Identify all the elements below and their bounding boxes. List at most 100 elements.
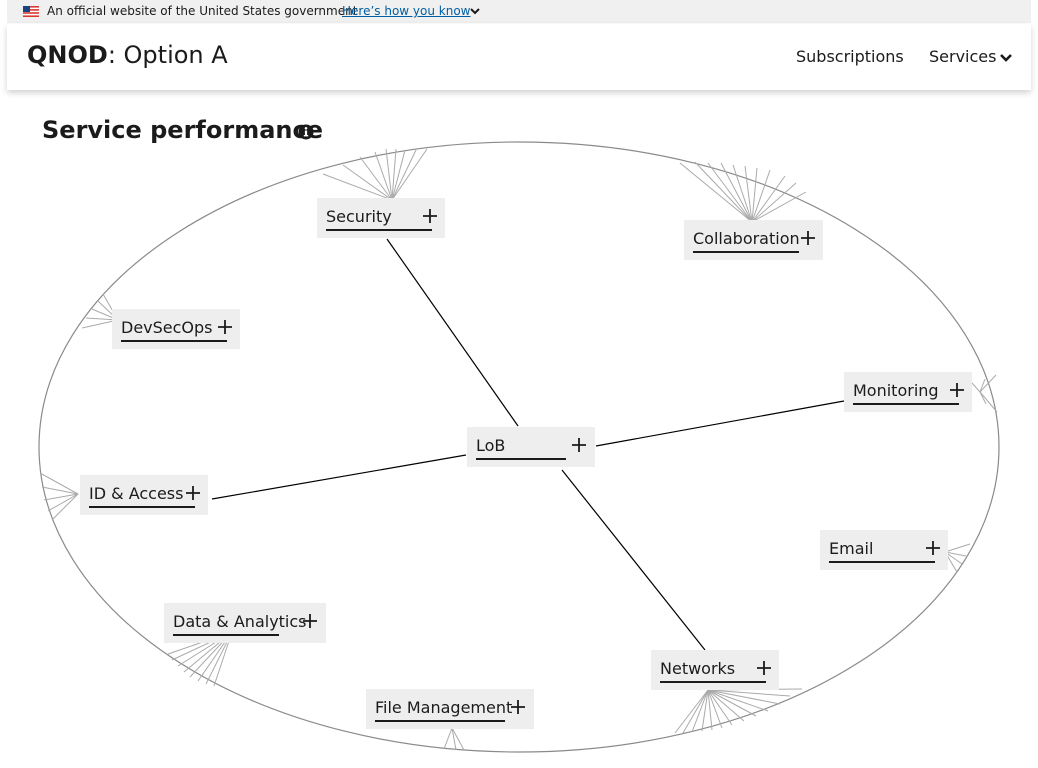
plus-icon[interactable] [421,207,439,225]
spoke-line [385,148,393,201]
node-underline [660,681,766,683]
us-flag-icon [23,6,39,17]
spoke-line [391,148,428,201]
node-devsecops[interactable]: DevSecOps [112,309,240,349]
spoke-line [451,727,457,751]
spoke-line [707,689,723,729]
chevron-down-icon[interactable] [999,51,1013,65]
spoke-line [944,551,967,557]
node-underline [853,403,959,405]
spoke-line [979,374,997,393]
node-underline [476,458,566,460]
node-file-management[interactable]: File Management [366,689,534,729]
spoke-line [707,689,781,705]
spoke-line [41,486,79,495]
chevron-down-icon[interactable] [469,5,481,17]
spoke-line [391,149,406,201]
node-label: DevSecOps [121,318,213,337]
plus-icon[interactable] [924,539,942,557]
node-underline [693,251,799,253]
how-you-know-link[interactable]: Here’s how you know [342,4,471,18]
node-lob[interactable]: LoB [467,427,595,467]
gov-banner: An official website of the United States… [7,0,1031,23]
node-label: ID & Access [89,484,184,503]
node-label: File Management [375,698,513,717]
spoke-line [707,162,753,223]
plus-icon[interactable] [509,698,527,716]
spoke-line [39,472,79,495]
spoke-line [691,689,709,733]
node-label: Security [326,207,392,226]
spoke-line [751,191,807,223]
node-collaboration[interactable]: Collaboration [684,220,823,260]
spoke-line [391,149,417,201]
node-label: Email [829,539,874,558]
spoke-line [732,164,753,223]
node-underline [829,561,935,563]
plus-icon[interactable] [570,436,588,454]
spoke-line [971,382,981,393]
spoke-line [43,493,79,501]
node-id-access[interactable]: ID & Access [80,475,208,515]
spoke-line [342,164,393,201]
spoke-line [359,156,393,201]
site-header: QNOD: Option A Subscriptions Services [7,24,1031,90]
spoke-line [682,689,709,734]
brand-rest: : Option A [107,41,228,69]
spoke-line [944,543,971,553]
spoke-line [451,727,465,751]
node-label: LoB [476,436,506,455]
node-monitoring[interactable]: Monitoring [844,372,972,412]
spoke-line [443,727,453,750]
node-email[interactable]: Email [820,530,948,570]
spoke-line [979,391,987,405]
node-underline [89,506,195,508]
spoke-line [701,689,709,732]
plus-icon[interactable] [216,318,234,336]
nav-services[interactable]: Services [929,47,997,66]
gov-banner-text: An official website of the United States… [47,4,358,18]
plus-icon[interactable] [755,659,773,677]
spoke-line [51,493,79,521]
edge-lob-networks [561,469,706,651]
spoke-line [751,169,771,223]
node-security[interactable]: Security [317,198,445,238]
edge-lob-monitoring [595,400,845,447]
spoke-line [751,182,797,223]
spoke-line [707,689,713,731]
spoke-line [979,378,986,393]
node-networks[interactable]: Networks [651,650,779,690]
diagram-boundary [38,141,1000,753]
info-icon[interactable] [298,124,314,140]
spoke-line [979,391,998,413]
plus-icon[interactable] [948,381,966,399]
spoke-line [707,689,757,717]
spoke-line [744,165,753,223]
nav-subscriptions[interactable]: Subscriptions [796,47,904,66]
spoke-line [707,689,769,712]
spoke-line [679,162,753,223]
node-data-analytics[interactable]: Data & Analytics [164,603,326,643]
spoke-line [720,162,753,223]
node-underline [326,229,432,231]
site-brand[interactable]: QNOD: Option A [27,41,228,69]
plus-icon[interactable] [184,484,202,502]
edge-lob-security [386,238,519,427]
node-underline [173,634,279,636]
node-label: Collaboration [693,229,800,248]
spoke-line [374,151,393,201]
spoke-line [694,161,753,223]
spoke-line [707,689,791,697]
page-title: Service performance [42,116,323,144]
node-label: Monitoring [853,381,939,400]
plus-icon[interactable] [301,612,319,630]
spoke-line [707,689,745,722]
brand-bold: QNOD [27,41,108,69]
plus-icon[interactable] [799,229,817,247]
spoke-line [322,173,393,201]
spoke-line [47,493,79,512]
node-label: Networks [660,659,736,678]
spoke-line [751,175,786,223]
spoke-line [751,167,758,223]
